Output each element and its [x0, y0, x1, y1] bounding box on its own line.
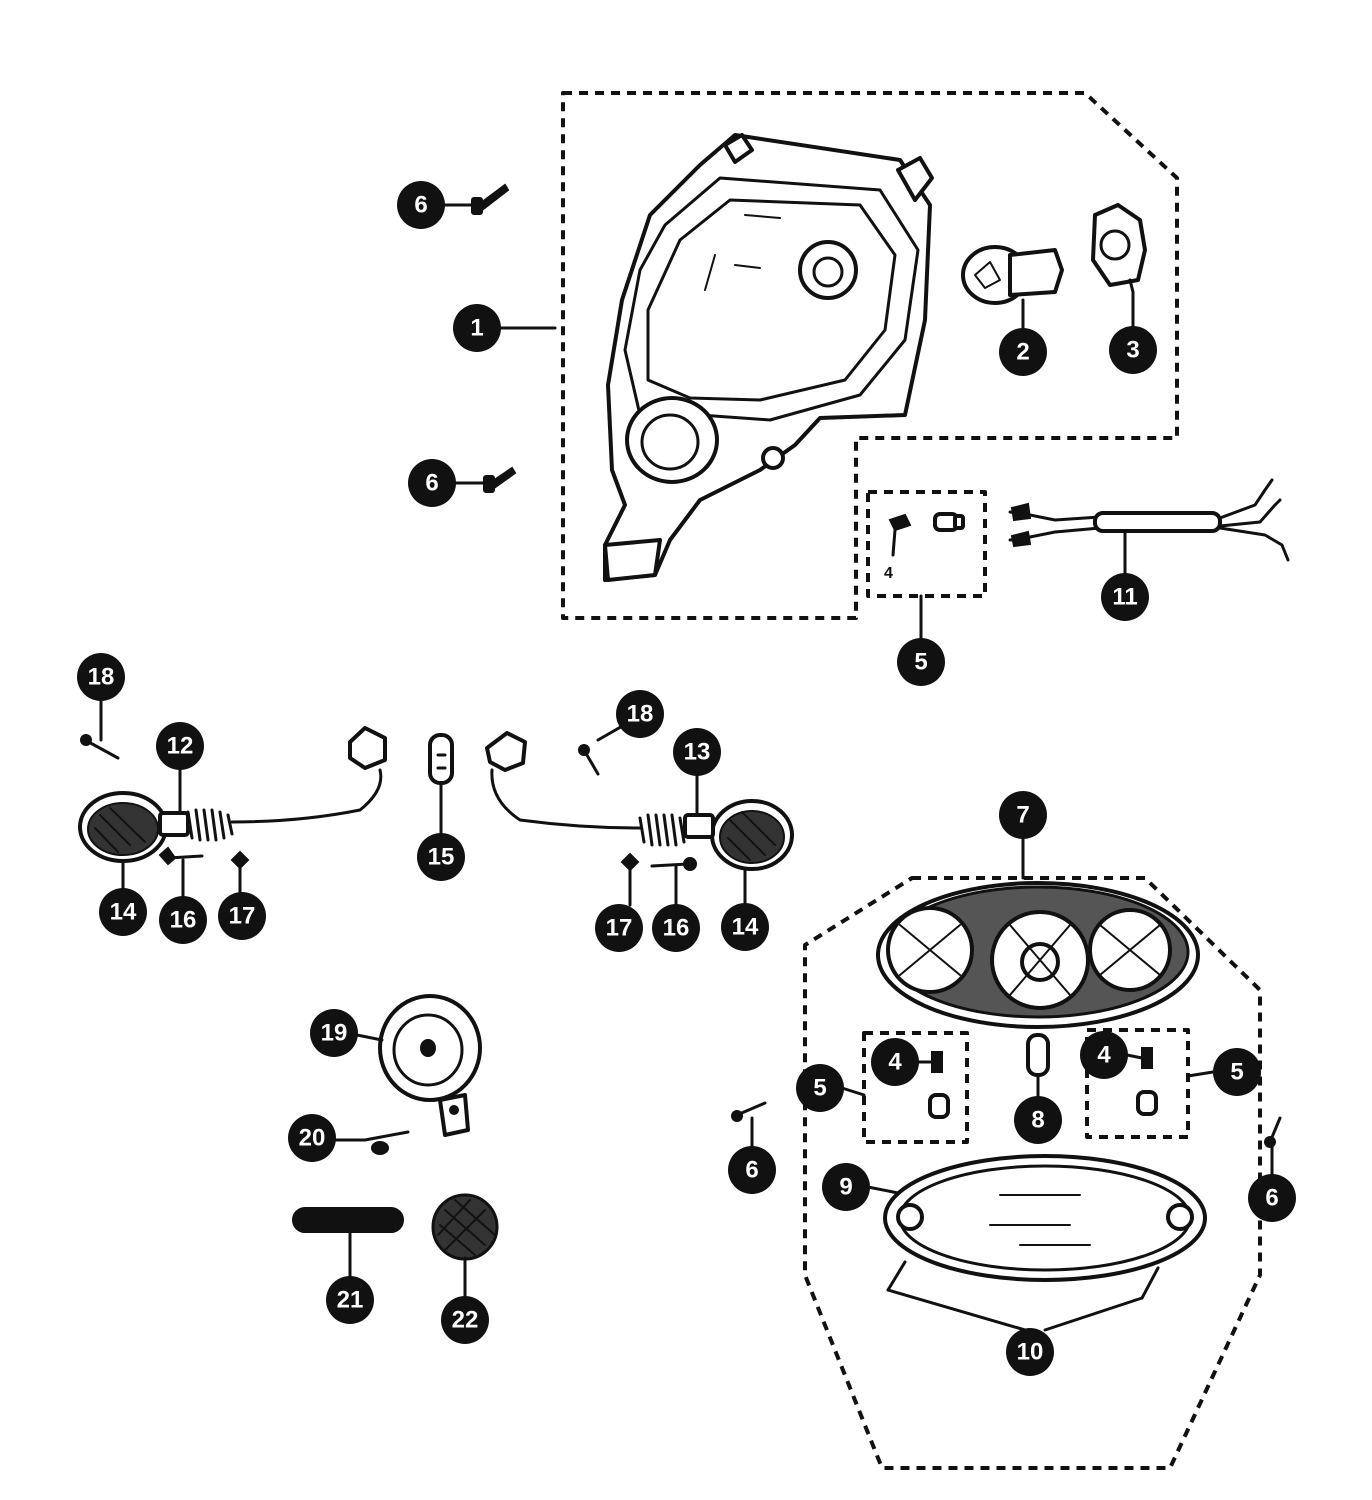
lens-screws: [886, 1260, 1160, 1300]
label-18b: 18: [616, 690, 664, 738]
pilot-bulb-set-boundary: [866, 490, 987, 598]
svg-text:16: 16: [170, 907, 197, 934]
svg-text:17: 17: [229, 903, 256, 930]
screw-16-left: [158, 846, 204, 866]
svg-text:19: 19: [321, 1020, 348, 1047]
label-17a: 17: [218, 892, 266, 940]
label-10: 10: [1006, 1328, 1054, 1376]
tail-bulb-left: [928, 1051, 950, 1119]
label-4a: 4: [871, 1038, 919, 1086]
svg-text:7: 7: [1016, 802, 1029, 829]
tail-light-lens: [883, 1154, 1207, 1282]
tail-light-reflector: [876, 881, 1200, 1029]
svg-text:11: 11: [1112, 584, 1137, 611]
label-5b: 5: [796, 1064, 844, 1112]
screw-16-right: [650, 857, 697, 871]
svg-text:17: 17: [606, 915, 633, 942]
label-6d: 6: [1248, 1174, 1296, 1222]
wiring-harness: [1008, 478, 1290, 562]
screw: [483, 466, 517, 493]
headlight-bulb: [961, 245, 1064, 305]
label-5a: 5: [897, 638, 945, 686]
pilot-bulb: 4: [884, 512, 965, 582]
svg-text:4: 4: [1097, 1042, 1111, 1069]
label-11: 11: [1101, 573, 1149, 621]
svg-text:5: 5: [914, 649, 927, 676]
screw-6-left-tail: [731, 1101, 767, 1122]
svg-text:5: 5: [813, 1075, 826, 1102]
svg-text:10: 10: [1017, 1339, 1044, 1366]
tail-bulb-set-right-boundary: [1085, 1028, 1190, 1139]
label-15: 15: [417, 833, 465, 881]
svg-text:12: 12: [167, 733, 194, 760]
label-14a: 14: [99, 888, 147, 936]
label-18a: 18: [77, 653, 125, 701]
svg-text:8: 8: [1031, 1107, 1044, 1134]
label-19: 19: [310, 1009, 358, 1057]
tail-light-assembly-boundary: [803, 876, 1262, 1470]
turn-signal-left: [78, 726, 387, 863]
svg-text:3: 3: [1126, 337, 1139, 364]
svg-text:2: 2: [1016, 339, 1029, 366]
svg-text:14: 14: [110, 899, 137, 926]
rubber-strip: [292, 1207, 404, 1233]
svg-text:9: 9: [839, 1174, 852, 1201]
label-4b: 4: [1080, 1031, 1128, 1079]
label-8: 8: [1014, 1096, 1062, 1144]
tail-bulb-right: [1136, 1047, 1158, 1116]
screw-18-left: [80, 734, 120, 760]
tail-bulb-set-left-boundary: [862, 1031, 969, 1144]
svg-text:1: 1: [470, 315, 483, 342]
svg-text:6: 6: [745, 1157, 758, 1184]
label-21: 21: [326, 1276, 374, 1324]
svg-text:6: 6: [425, 470, 438, 497]
label-1: 1: [453, 304, 501, 352]
screw-18-right: [578, 744, 600, 776]
label-7: 7: [999, 791, 1047, 839]
label-13: 13: [673, 728, 721, 776]
label-6b: 6: [408, 459, 456, 507]
leader-lines: [99, 203, 1274, 1332]
screw: [471, 183, 510, 215]
label-6c: 6: [728, 1146, 776, 1194]
horn: [378, 994, 482, 1137]
label-3: 3: [1109, 326, 1157, 374]
svg-text:22: 22: [452, 1307, 479, 1334]
turn-signal-right: [485, 731, 794, 871]
svg-text:5: 5: [1230, 1059, 1243, 1086]
svg-text:4: 4: [888, 1049, 902, 1076]
label-20: 20: [288, 1114, 336, 1162]
label-17b: 17: [595, 904, 643, 952]
bulb-socket: [1091, 203, 1147, 294]
label-2: 2: [999, 328, 1047, 376]
rubber-pad: [431, 1193, 499, 1261]
signal-bulb: [428, 733, 454, 785]
socket-mark: 4: [884, 565, 893, 582]
svg-text:20: 20: [299, 1125, 326, 1152]
headlight-housing: [603, 133, 934, 582]
svg-text:18: 18: [627, 701, 654, 728]
svg-text:13: 13: [684, 739, 711, 766]
svg-text:6: 6: [414, 192, 427, 219]
nut-17-right: [620, 852, 640, 872]
nut-17-left: [230, 850, 250, 870]
svg-text:21: 21: [337, 1287, 364, 1314]
label-16a: 16: [159, 896, 207, 944]
label-14b: 14: [721, 903, 769, 951]
headlight-assembly-boundary: [561, 91, 1179, 620]
svg-text:16: 16: [663, 915, 690, 942]
label-12: 12: [156, 722, 204, 770]
tail-bulb-center: [1026, 1033, 1050, 1077]
label-5c: 5: [1213, 1048, 1261, 1096]
svg-text:18: 18: [88, 664, 115, 691]
horn-bolt: [363, 1130, 410, 1155]
svg-text:6: 6: [1265, 1185, 1278, 1212]
svg-text:15: 15: [428, 844, 455, 871]
label-9: 9: [822, 1163, 870, 1211]
svg-text:14: 14: [732, 914, 759, 941]
label-22: 22: [441, 1296, 489, 1344]
label-16b: 16: [652, 904, 700, 952]
label-6a: 6: [397, 181, 445, 229]
